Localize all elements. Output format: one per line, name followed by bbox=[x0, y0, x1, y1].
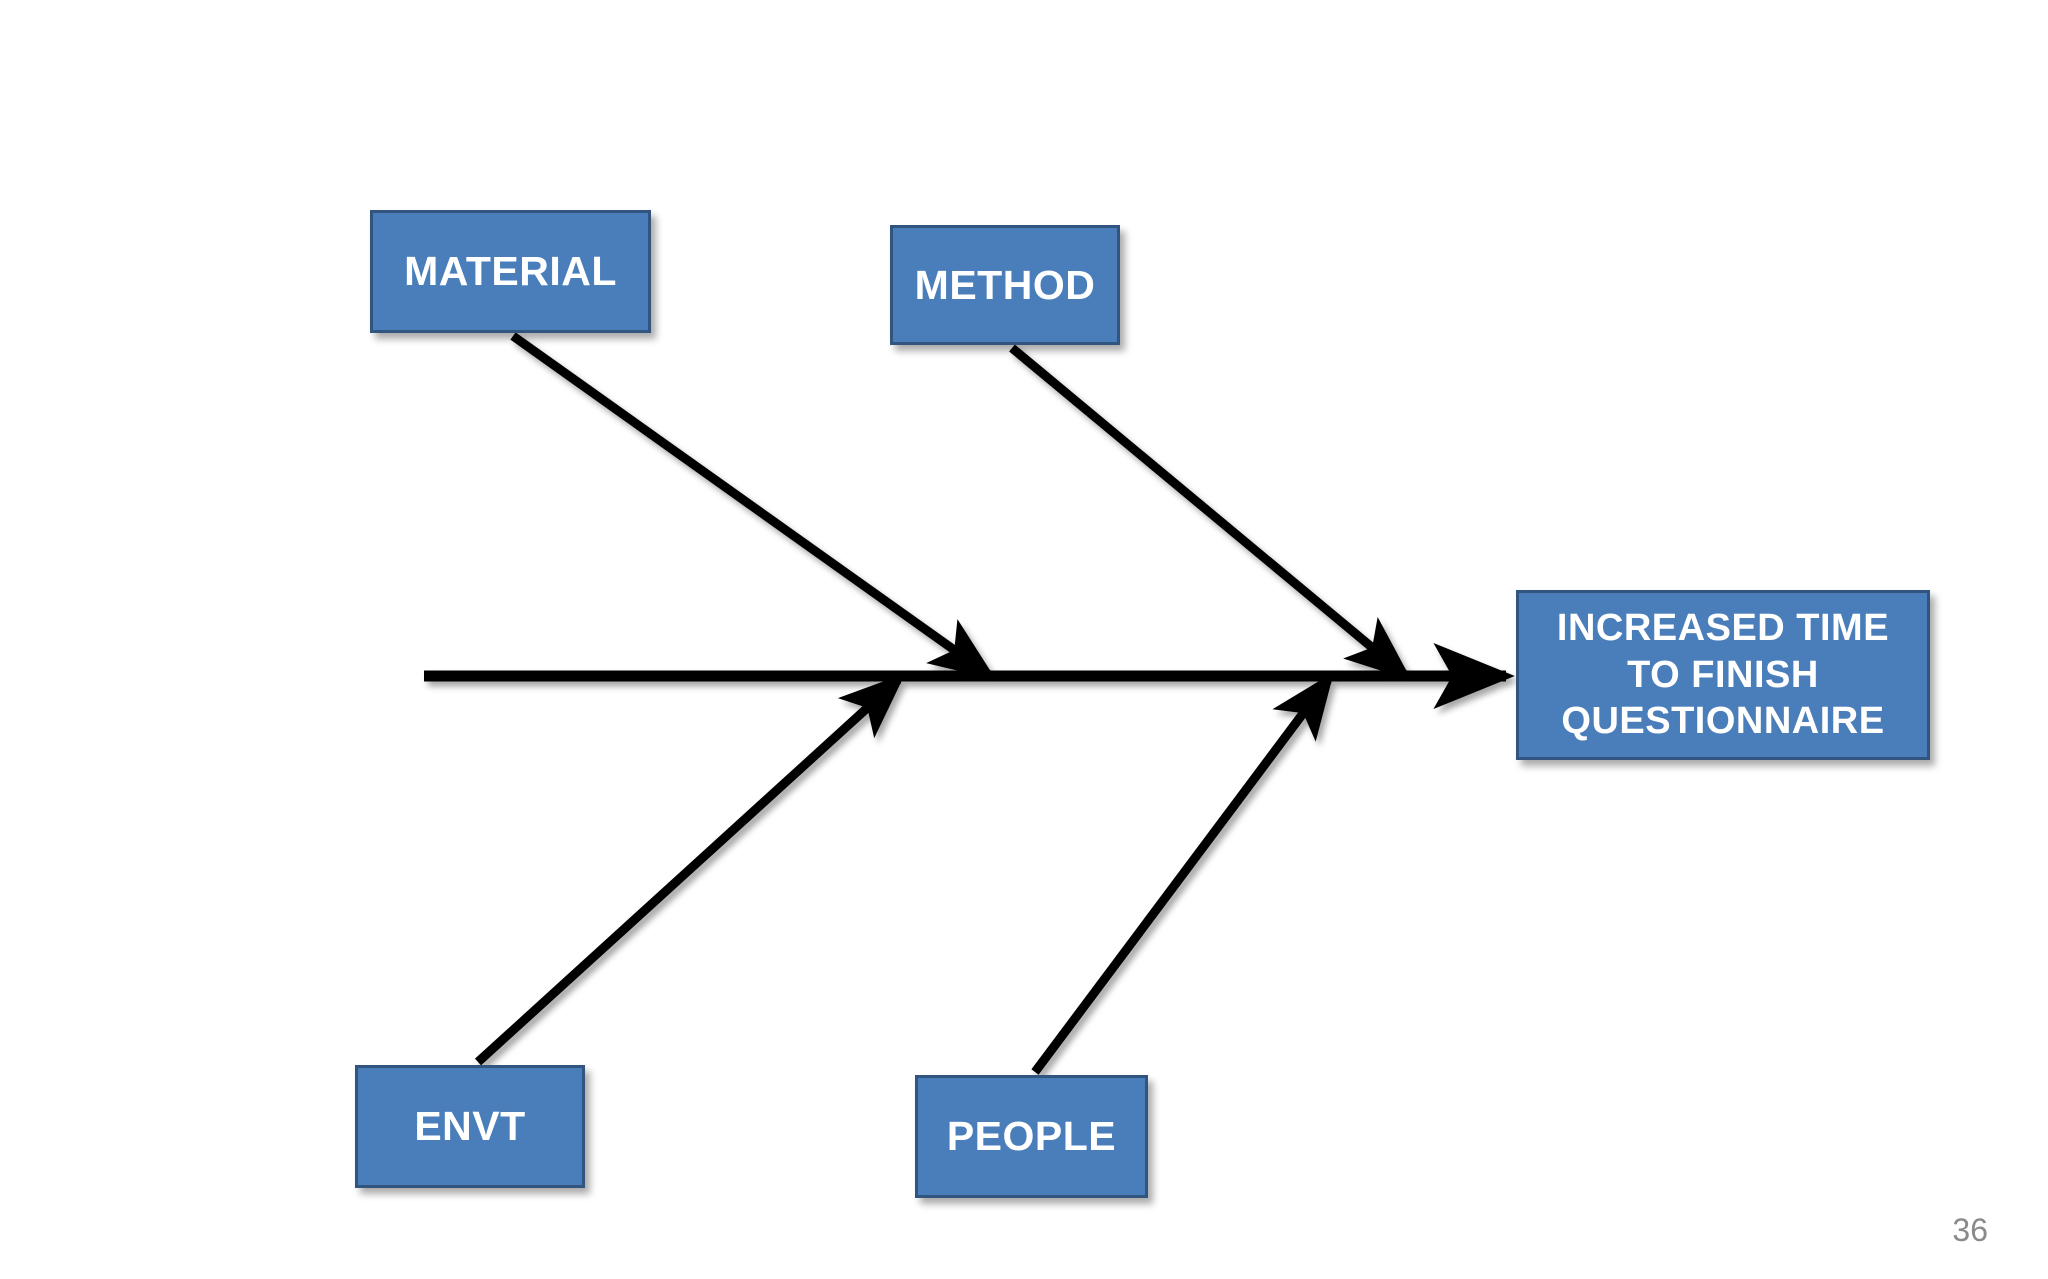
category-label-people: PEOPLE bbox=[946, 1113, 1117, 1160]
branch-arrow-method bbox=[1009, 344, 1412, 681]
category-label-method: METHOD bbox=[914, 261, 1096, 308]
category-box-envt[interactable]: ENVT bbox=[355, 1065, 585, 1188]
branch-arrow-envt bbox=[474, 673, 906, 1066]
category-box-method[interactable]: METHOD bbox=[890, 225, 1120, 345]
branch-arrow-people bbox=[1031, 672, 1334, 1075]
category-box-material[interactable]: MATERIAL bbox=[370, 210, 651, 333]
category-label-envt: ENVT bbox=[414, 1103, 526, 1150]
effect-box[interactable]: INCREASED TIME TO FINISH QUESTIONNAIRE bbox=[1516, 590, 1930, 760]
effect-label: INCREASED TIME TO FINISH QUESTIONNAIRE bbox=[1556, 607, 1890, 743]
category-label-material: MATERIAL bbox=[404, 248, 617, 295]
branch-arrow-material bbox=[510, 332, 997, 680]
page-number: 36 bbox=[1952, 1212, 1988, 1248]
category-box-people[interactable]: PEOPLE bbox=[915, 1075, 1148, 1198]
